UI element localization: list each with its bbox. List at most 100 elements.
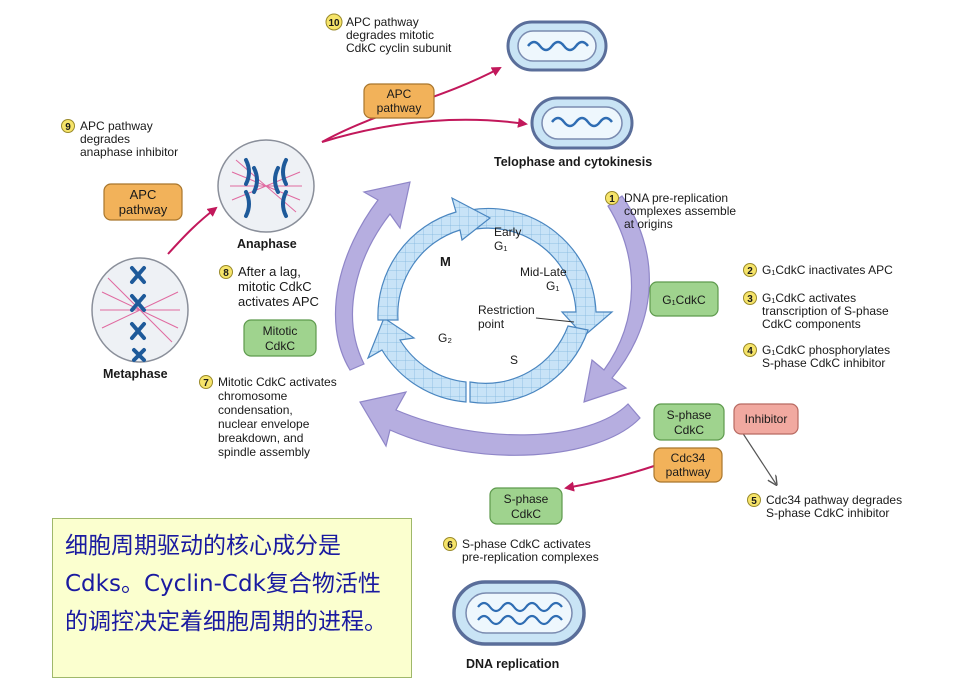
- step-text-line: Cdc34 pathway degrades: [766, 493, 902, 507]
- anaphase-label: Anaphase: [237, 237, 297, 251]
- step-number-badge: [443, 537, 457, 551]
- svg-text:pathway: pathway: [377, 101, 422, 115]
- step-number-badge: [743, 291, 757, 305]
- svg-text:Cdc34: Cdc34: [671, 451, 706, 465]
- step-text-line: degrades mitotic: [346, 28, 434, 42]
- telophase-cell-bottom: [530, 96, 634, 150]
- step-text-line: spindle assembly: [218, 445, 310, 459]
- svg-text:Inhibitor: Inhibitor: [745, 412, 788, 426]
- metaphase-cell: [91, 257, 189, 363]
- step-number-badge: [61, 119, 75, 133]
- anaphase-cell: [217, 139, 315, 233]
- outer-cycle-arrow-bottom: [359, 391, 641, 456]
- restriction-pointer: [535, 317, 575, 323]
- sphase-cdkc-box-right: S-phase CdkC: [653, 403, 725, 441]
- step-number: 1: [609, 194, 615, 205]
- step-text-line: G₁CdkC activates: [762, 291, 856, 305]
- step-number: 3: [747, 294, 753, 305]
- step-text-line: After a lag,: [238, 264, 301, 279]
- step-text-line: chromosome: [218, 389, 288, 403]
- step-text-line: S-phase CdkC inhibitor: [762, 356, 885, 370]
- arrow-anaphase-to-telophase-2: [321, 117, 528, 143]
- inhibitor-box: Inhibitor: [733, 403, 799, 435]
- step-text-line: APC pathway: [80, 119, 153, 133]
- step-text-line: at origins: [624, 217, 673, 231]
- phase-s-label: S: [510, 353, 518, 367]
- telophase-label: Telophase and cytokinesis: [494, 155, 652, 169]
- step-text-line: anaphase inhibitor: [80, 145, 178, 159]
- step-text-line: nuclear envelope: [218, 417, 310, 431]
- svg-text:CdkC: CdkC: [511, 507, 541, 521]
- step-number-badge: [219, 265, 233, 279]
- chinese-note-box: 细胞周期驱动的核心成分是Cdks。Cyclin-Cdk复合物活性的调控决定着细胞…: [52, 518, 412, 678]
- step-number: 8: [223, 268, 229, 279]
- cdc34-pathway-box: Cdc34 pathway: [653, 447, 723, 483]
- sphase-cdkc-box-bottom: S-phase CdkC: [489, 487, 563, 525]
- step-number-badge: [743, 263, 757, 277]
- step-text-line: degrades: [80, 132, 130, 146]
- step-number: 9: [65, 122, 71, 133]
- step-text-line: S-phase CdkC inhibitor: [766, 506, 889, 520]
- svg-text:CdkC: CdkC: [265, 339, 295, 353]
- telophase-cell-top: [506, 20, 608, 72]
- g1-cdkc-box: G₁CdkC: [649, 281, 719, 317]
- step-number: 6: [447, 540, 453, 551]
- svg-text:pathway: pathway: [119, 202, 168, 217]
- svg-text:APC: APC: [130, 187, 157, 202]
- arrow-sphase-to-dna-replication: [564, 465, 655, 492]
- dna-replication-cell: [452, 580, 586, 646]
- arrow-metaphase-to-anaphase: [167, 206, 218, 255]
- svg-text:APC: APC: [387, 87, 412, 101]
- svg-text:S-phase: S-phase: [504, 492, 549, 506]
- step-text-line: CdkC cyclin subunit: [346, 41, 452, 55]
- inner-cycle: [366, 196, 614, 404]
- step-text-line: APC pathway: [346, 15, 419, 29]
- step-2: 2 G₁CdkC inactivates APC: [743, 263, 893, 277]
- midlate-g1-label-2: G₁: [546, 279, 559, 293]
- step-number-badge: [747, 493, 761, 507]
- metaphase-label: Metaphase: [103, 367, 168, 381]
- svg-text:S-phase: S-phase: [667, 408, 712, 422]
- step-text-line: transcription of S-phase: [762, 304, 889, 318]
- step-number-badge: [199, 375, 213, 389]
- phase-m-label: M: [440, 254, 451, 269]
- step-text-line: G₁CdkC inactivates APC: [762, 263, 893, 277]
- step-text-line: Mitotic CdkC activates: [218, 375, 337, 389]
- chinese-note-text: 细胞周期驱动的核心成分是Cdks。Cyclin-Cdk复合物活性的调控决定着细胞…: [65, 533, 387, 635]
- step-number: 2: [747, 266, 753, 277]
- apc-pathway-box-left: APC pathway: [103, 183, 183, 221]
- svg-text:Mitotic: Mitotic: [263, 324, 298, 338]
- restriction-label-2: point: [478, 317, 505, 331]
- step-number: 7: [203, 378, 209, 389]
- step-text-line: CdkC components: [762, 317, 861, 331]
- svg-text:pathway: pathway: [666, 465, 711, 479]
- restriction-label-1: Restriction: [478, 303, 535, 317]
- step-number: 5: [751, 496, 757, 507]
- svg-text:CdkC: CdkC: [674, 423, 704, 437]
- arrow-inhibitor-degradation: [741, 431, 776, 484]
- step-text-line: G₁CdkC phosphorylates: [762, 343, 890, 357]
- step-number-badge: [605, 191, 619, 205]
- mitotic-cdkc-box: Mitotic CdkC: [243, 319, 317, 357]
- apc-pathway-box-top: APC pathway: [363, 83, 435, 119]
- step-text-line: mitotic CdkC: [238, 279, 312, 294]
- early-g1-label-1: Early: [494, 225, 521, 239]
- step-number: 10: [328, 18, 340, 29]
- step-number-badge: [325, 13, 343, 31]
- step-text-line: activates APC: [238, 294, 319, 309]
- step-text-line: complexes assemble: [624, 204, 736, 218]
- step-number: 4: [747, 346, 753, 357]
- phase-g2-label: G₂: [438, 331, 452, 345]
- dna-replication-label: DNA replication: [466, 657, 559, 671]
